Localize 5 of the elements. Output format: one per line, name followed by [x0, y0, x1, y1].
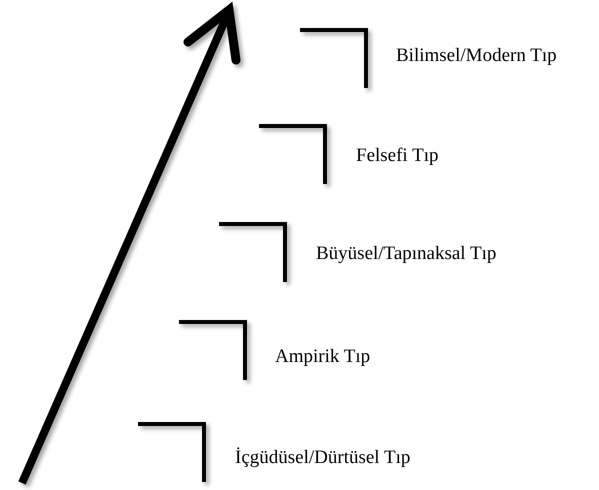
stage-label: Bilimsel/Modern Tıp [396, 45, 557, 67]
stage-label: Büyüsel/Tapınaksal Tıp [316, 243, 496, 265]
stage-label: Felsefi Tıp [356, 145, 439, 167]
stage-label: İçgüdüsel/Dürtüsel Tıp [235, 447, 410, 469]
stage-label: Ampirik Tıp [275, 346, 370, 368]
